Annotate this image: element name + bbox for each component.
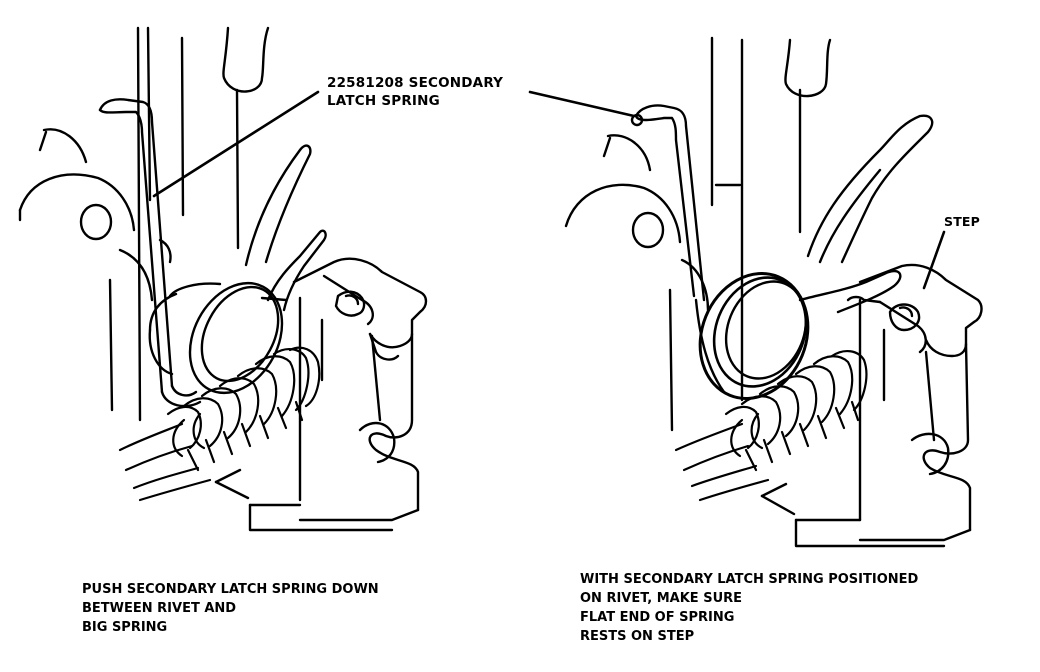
right-backing-plate <box>710 36 832 402</box>
right-spring-hook-end <box>630 113 644 127</box>
left-side-bracket <box>18 128 154 412</box>
left-drum-housing <box>148 282 222 376</box>
right-caption-line: FLAT END OF SPRING <box>580 610 735 625</box>
right-lever-arm <box>806 114 934 264</box>
right-mounting-plate <box>760 263 983 548</box>
leader-lines <box>152 90 946 290</box>
left-caption-line: BETWEEN RIVET AND <box>82 601 237 616</box>
part-name-label: LATCH SPRING <box>327 93 440 109</box>
left-big-coil-spring <box>118 346 321 502</box>
left-caption-line: BIG SPRING <box>82 620 168 635</box>
right-secondary-latch-spring <box>630 104 706 302</box>
right-bracket-hole <box>631 211 665 249</box>
right-caption-line: RESTS ON STEP <box>580 629 695 644</box>
left-caption: PUSH SECONDARY LATCH SPRING DOWN BETWEEN… <box>82 580 379 637</box>
left-spring-coil-loop <box>188 229 327 395</box>
right-rivet <box>888 303 921 332</box>
left-rivet <box>334 290 366 317</box>
left-secondary-latch-spring <box>98 98 202 408</box>
left-bracket-hole <box>79 203 113 241</box>
part-number-label: 22581208 SECONDARY <box>327 75 504 91</box>
left-view <box>18 26 428 532</box>
left-caption-line: PUSH SECONDARY LATCH SPRING DOWN <box>82 582 379 597</box>
left-backing-plate <box>136 26 270 422</box>
step-label: STEP <box>944 214 981 229</box>
step-leader-line <box>922 230 946 290</box>
right-big-coil-spring <box>674 350 868 502</box>
left-mounting-plate <box>214 257 428 532</box>
right-view <box>564 36 983 548</box>
right-caption-line: WITH SECONDARY LATCH SPRING POSITIONED <box>580 572 919 587</box>
right-spring-coil-ring <box>694 269 902 400</box>
left-leader-line <box>152 90 320 198</box>
right-side-bracket <box>564 134 710 432</box>
right-caption-line: ON RIVET, MAKE SURE <box>580 591 743 606</box>
right-caption: WITH SECONDARY LATCH SPRING POSITIONED O… <box>580 570 918 646</box>
step-callout: STEP <box>944 213 980 231</box>
right-leader-line <box>528 90 636 118</box>
part-number-callout: 22581208 SECONDARY LATCH SPRING <box>327 74 503 110</box>
